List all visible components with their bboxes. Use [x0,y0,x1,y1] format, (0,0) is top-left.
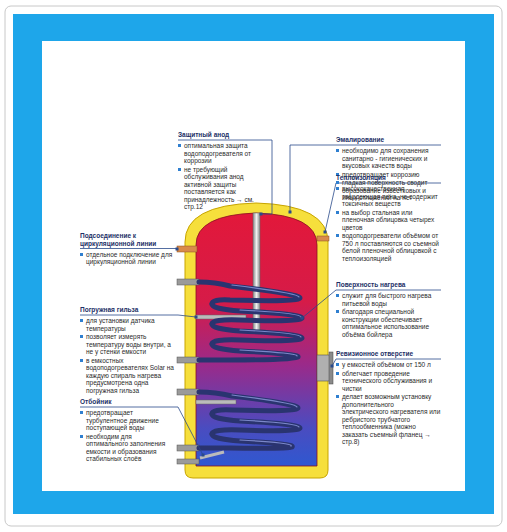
callout-text: у емкостей объёмом от 150 л [336,361,441,369]
callout-text: отдельное подключение для циркуляционной… [80,251,175,266]
callout-heading: Теплоизоляция [336,174,441,182]
leader-dot [289,211,292,214]
leader-dot [202,454,205,457]
callout-heading: Погружная гильза [80,306,175,314]
leader-line [178,140,272,214]
callout-text: необходим для оптимального заполнения ем… [80,433,175,463]
callout-heading: Защитный анод [178,131,264,139]
callout-text: необходимо для сохранения санитарно - ги… [336,147,441,170]
leader-dot [260,213,263,216]
leader-line [290,145,441,212]
leader-dot [301,317,304,320]
callout-text: оптимальная защита водоподогревателя от … [178,142,264,165]
callout-text: служит для быстрого нагрева питьевой вод… [336,292,441,307]
callout-heading: Поверхность нагрева [336,281,441,289]
callout-text: благодаря специальной конструкции обеспе… [336,308,441,338]
callout-text: на выбор стальная или пленочная облицовк… [336,209,441,232]
callout-text: облегчает проведение технического обслуж… [336,370,441,393]
callout-text: для установки датчика температуры [80,317,175,332]
leader-line [80,248,177,250]
callout-heading: Отбойник [80,398,175,406]
leader-line [80,315,196,317]
callout-text: позволяет измерять температуру воды внут… [80,333,175,356]
leader-dot [176,248,179,251]
callout-heading: Подсоединение к циркуляционной линии [80,232,175,247]
callout-heading: Ревизионное отверстие [336,350,441,358]
callout-text: водоподогреватели объёмом от 750 л поста… [336,232,441,262]
leader-dot [324,231,327,234]
callout-text: не требующий обслуживания анод активной … [178,166,264,211]
leader-dot [195,316,198,319]
callout-text: высококачественная твердеющая пена, не с… [336,185,441,208]
callout-text: в емкостных водоподогревателях Solar на … [80,357,175,395]
leader-dot [331,365,334,368]
callout-text: предотвращает турбулентное движение пост… [80,409,175,432]
callout-heading: Эмалирование [336,136,441,144]
callout-text: делает возможным установку дополнительно… [336,393,441,446]
